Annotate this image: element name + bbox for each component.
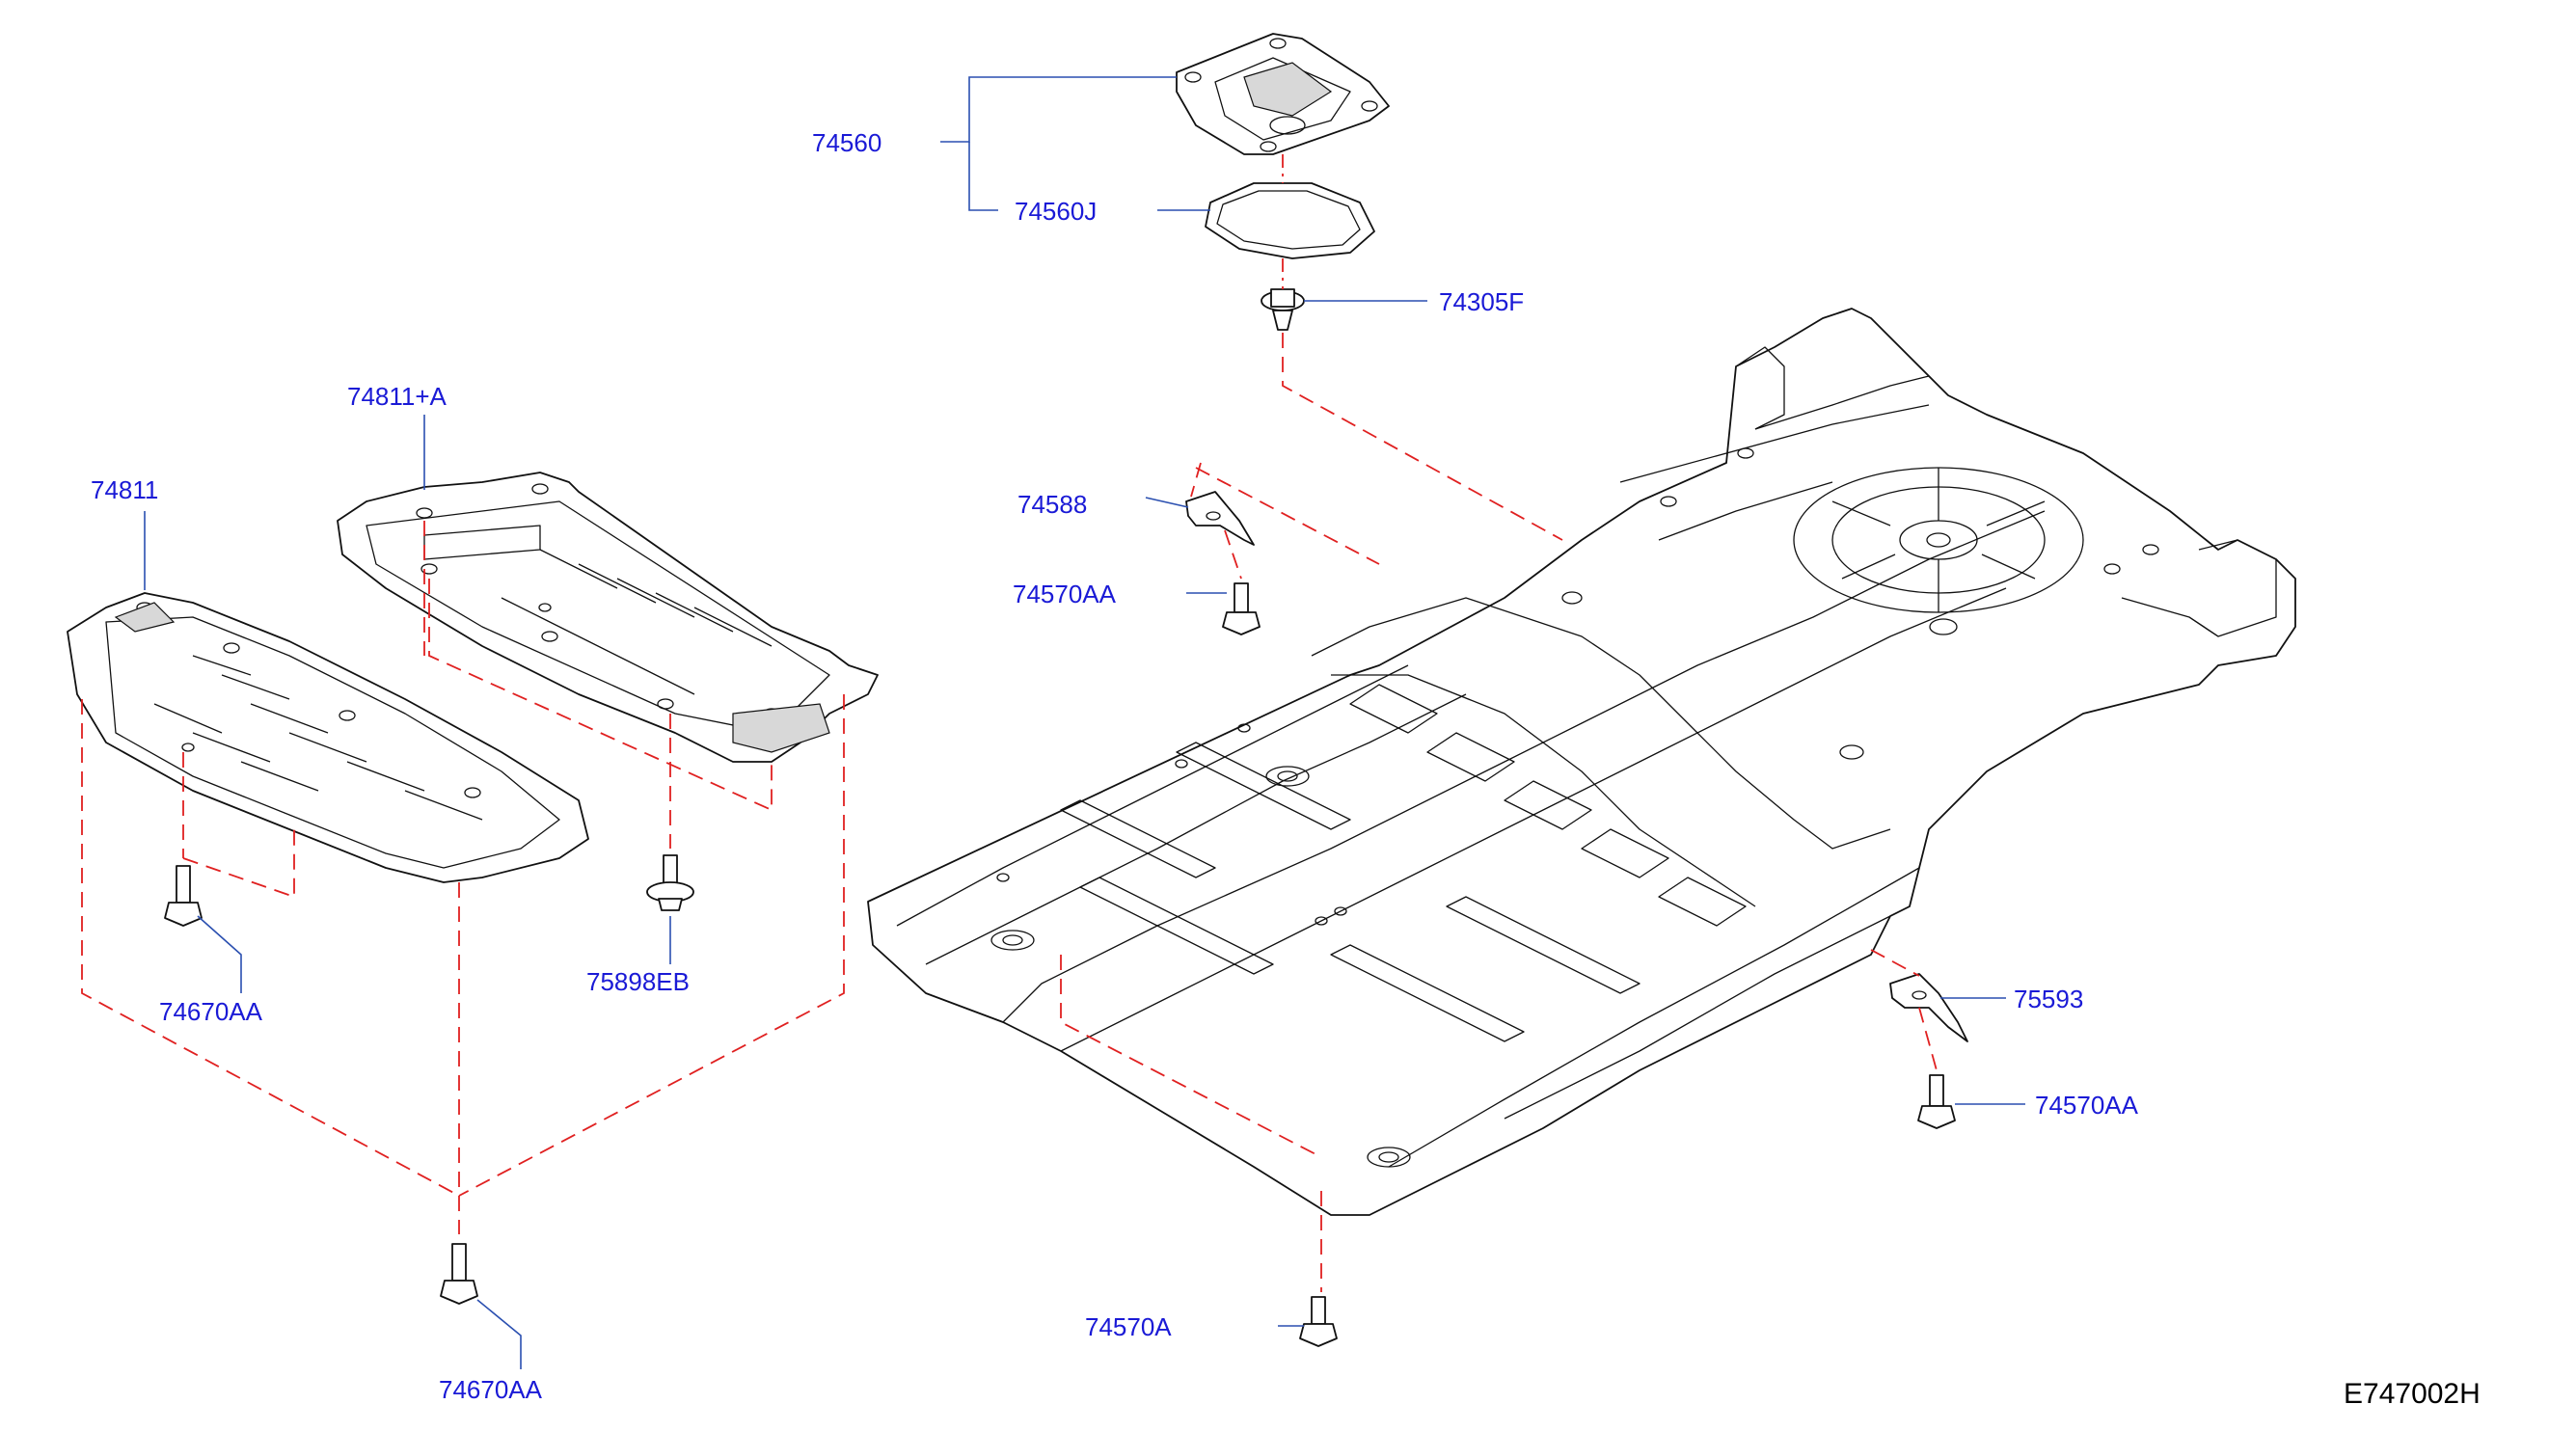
cover-seal <box>1205 182 1375 259</box>
bolt-74670AA-left <box>164 865 203 927</box>
label-74670AA-left: 74670AA <box>159 997 263 1026</box>
guide-lines <box>81 154 1938 1292</box>
label-74305F: 74305F <box>1439 287 1524 316</box>
label-74811: 74811 <box>91 475 158 504</box>
floor-pan <box>867 308 2296 1216</box>
label-74570A: 74570A <box>1085 1312 1172 1341</box>
bolt-74670AA-bottom <box>440 1243 478 1305</box>
label-75898EB: 75898EB <box>586 967 690 996</box>
label-74560J: 74560J <box>1015 197 1097 226</box>
undercover-74811A <box>337 472 879 763</box>
label-74588: 74588 <box>1017 490 1087 519</box>
clip-75898EB <box>646 854 694 911</box>
diagram-code: E747002H <box>2344 1378 2481 1410</box>
label-74670AA-bottom: 74670AA <box>439 1375 543 1404</box>
clip-74305F <box>1261 288 1305 331</box>
bolt-74570AA-right <box>1917 1074 1956 1129</box>
service-cover-plate <box>1176 33 1390 155</box>
bolt-74570A <box>1299 1296 1338 1347</box>
leader-lines <box>144 76 2025 1369</box>
part-labels: 74560 74560J 74305F 74811+A 74811 74588 … <box>91 128 2139 1404</box>
undercover-74811 <box>67 592 589 883</box>
bracket-74588 <box>1185 491 1255 546</box>
label-74560: 74560 <box>812 128 881 157</box>
label-74811A: 74811+A <box>347 382 447 411</box>
bolt-74570AA-top <box>1222 582 1261 635</box>
label-74570AA-top: 74570AA <box>1013 580 1117 608</box>
label-75593: 75593 <box>2014 985 2083 1013</box>
bracket-75593 <box>1889 973 1968 1042</box>
label-74570AA-right: 74570AA <box>2035 1091 2139 1120</box>
